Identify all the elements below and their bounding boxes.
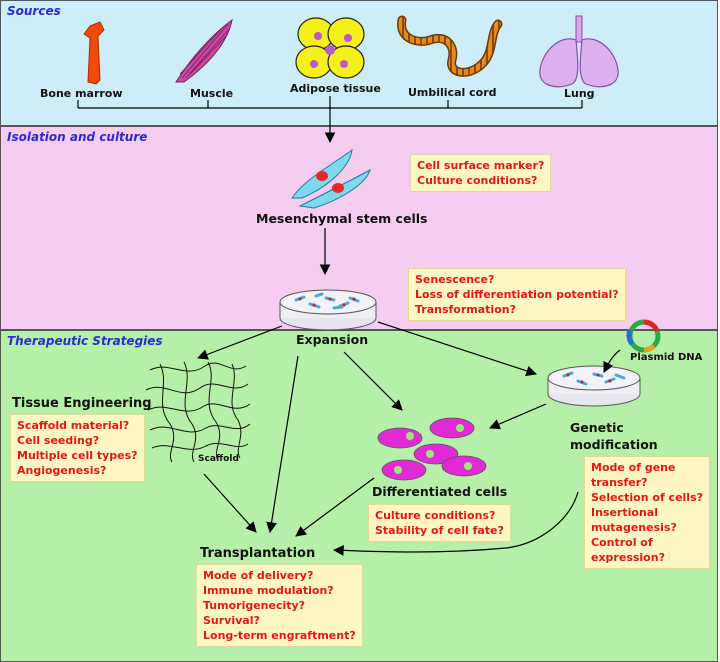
expansion-questions-box: Senescence? Loss of differentiation pote… <box>408 268 626 321</box>
muscle-icon <box>175 18 233 83</box>
expansion-question: Senescence? <box>415 273 495 286</box>
plasmid-icon <box>626 319 661 353</box>
transplantation-label: Transplantation <box>200 546 316 561</box>
sources-bracket <box>77 96 583 144</box>
expansion-question: Loss of differentiation potential? <box>415 288 619 301</box>
genetic-modification-label-line1: Genetic <box>570 420 624 435</box>
tissue-engineering-question: Angiogenesis? <box>17 464 107 477</box>
plasmid-label: Plasmid DNA <box>630 352 703 363</box>
therapeutic-band-title: Therapeutic Strategies <box>7 334 163 348</box>
transplantation-question: Tumorigenecity? <box>203 599 306 612</box>
transplantation-question: Survival? <box>203 614 260 627</box>
genetic-question: Control of <box>591 536 653 549</box>
expansion-question: Transformation? <box>415 303 516 316</box>
bone-icon <box>83 21 105 85</box>
scaffold-label: Scaffold <box>198 454 239 464</box>
isolation-band-title: Isolation and culture <box>7 130 148 144</box>
msc-question: Cell surface marker? <box>417 159 545 172</box>
sources-band-title: Sources <box>7 4 61 18</box>
differentiated-question: Stability of cell fate? <box>375 524 504 537</box>
tissue-engineering-question: Multiple cell types? <box>17 449 138 462</box>
tissue-engineering-questions-box: Scaffold material? Cell seeding? Multipl… <box>10 414 145 482</box>
lung-icon <box>539 15 619 88</box>
genetic-question: mutagenesis? <box>591 521 677 534</box>
genetic-dish-icon <box>547 365 641 407</box>
scaffold-icon <box>145 361 251 463</box>
expansion-label: Expansion <box>296 332 369 347</box>
source-label-umbilical: Umbilical cord <box>408 86 497 99</box>
genetic-question: Mode of gene <box>591 461 676 474</box>
tissue-engineering-label: Tissue Engineering <box>12 396 152 411</box>
source-label-bone-marrow: Bone marrow <box>40 87 123 100</box>
umbilical-cord-icon <box>397 15 503 77</box>
adipose-icon <box>295 17 365 79</box>
differentiated-cells-icon <box>377 417 487 481</box>
genetic-question: Selection of cells? <box>591 491 704 504</box>
genetic-question: Insertional <box>591 506 658 519</box>
genetic-question: expression? <box>591 551 665 564</box>
genetic-questions-box: Mode of gene transfer? Selection of cell… <box>584 456 711 569</box>
msc-question: Culture conditions? <box>417 174 538 187</box>
msc-cells-icon <box>291 148 371 209</box>
msc-questions-box: Cell surface marker? Culture conditions? <box>410 154 552 192</box>
genetic-modification-label-line2: modification <box>570 437 658 452</box>
transplantation-question: Long-term engraftment? <box>203 629 356 642</box>
tissue-engineering-question: Cell seeding? <box>17 434 100 447</box>
source-label-lung: Lung <box>564 87 595 100</box>
msc-label: Mesenchymal stem cells <box>256 211 428 226</box>
source-label-adipose: Adipose tissue <box>290 82 381 95</box>
differentiated-questions-box: Culture conditions? Stability of cell fa… <box>368 504 511 542</box>
differentiated-cells-label: Differentiated cells <box>372 484 508 499</box>
transplantation-question: Immune modulation? <box>203 584 334 597</box>
source-label-muscle: Muscle <box>190 87 234 100</box>
genetic-question: transfer? <box>591 476 648 489</box>
transplantation-question: Mode of delivery? <box>203 569 314 582</box>
tissue-engineering-question: Scaffold material? <box>17 419 130 432</box>
diagram-arrows <box>196 321 621 556</box>
expansion-dish-icon <box>279 289 377 331</box>
differentiated-question: Culture conditions? <box>375 509 496 522</box>
transplantation-questions-box: Mode of delivery? Immune modulation? Tum… <box>196 564 363 647</box>
